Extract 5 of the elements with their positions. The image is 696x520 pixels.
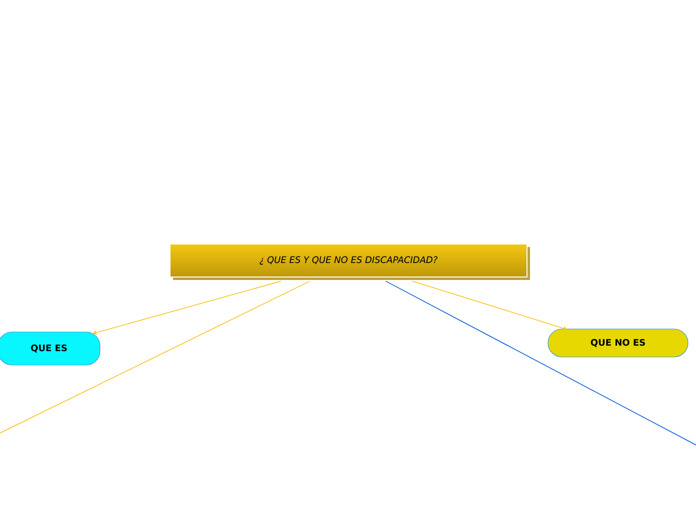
topic-box: QUE NO ES (548, 328, 688, 358)
connector-line (385, 280, 696, 446)
central-topic-box: ¿ QUE ES Y QUE NO ES DISCAPACIDAD? (170, 244, 530, 280)
connector-line (0, 280, 310, 434)
topic-box: QUE ES (0, 332, 100, 366)
